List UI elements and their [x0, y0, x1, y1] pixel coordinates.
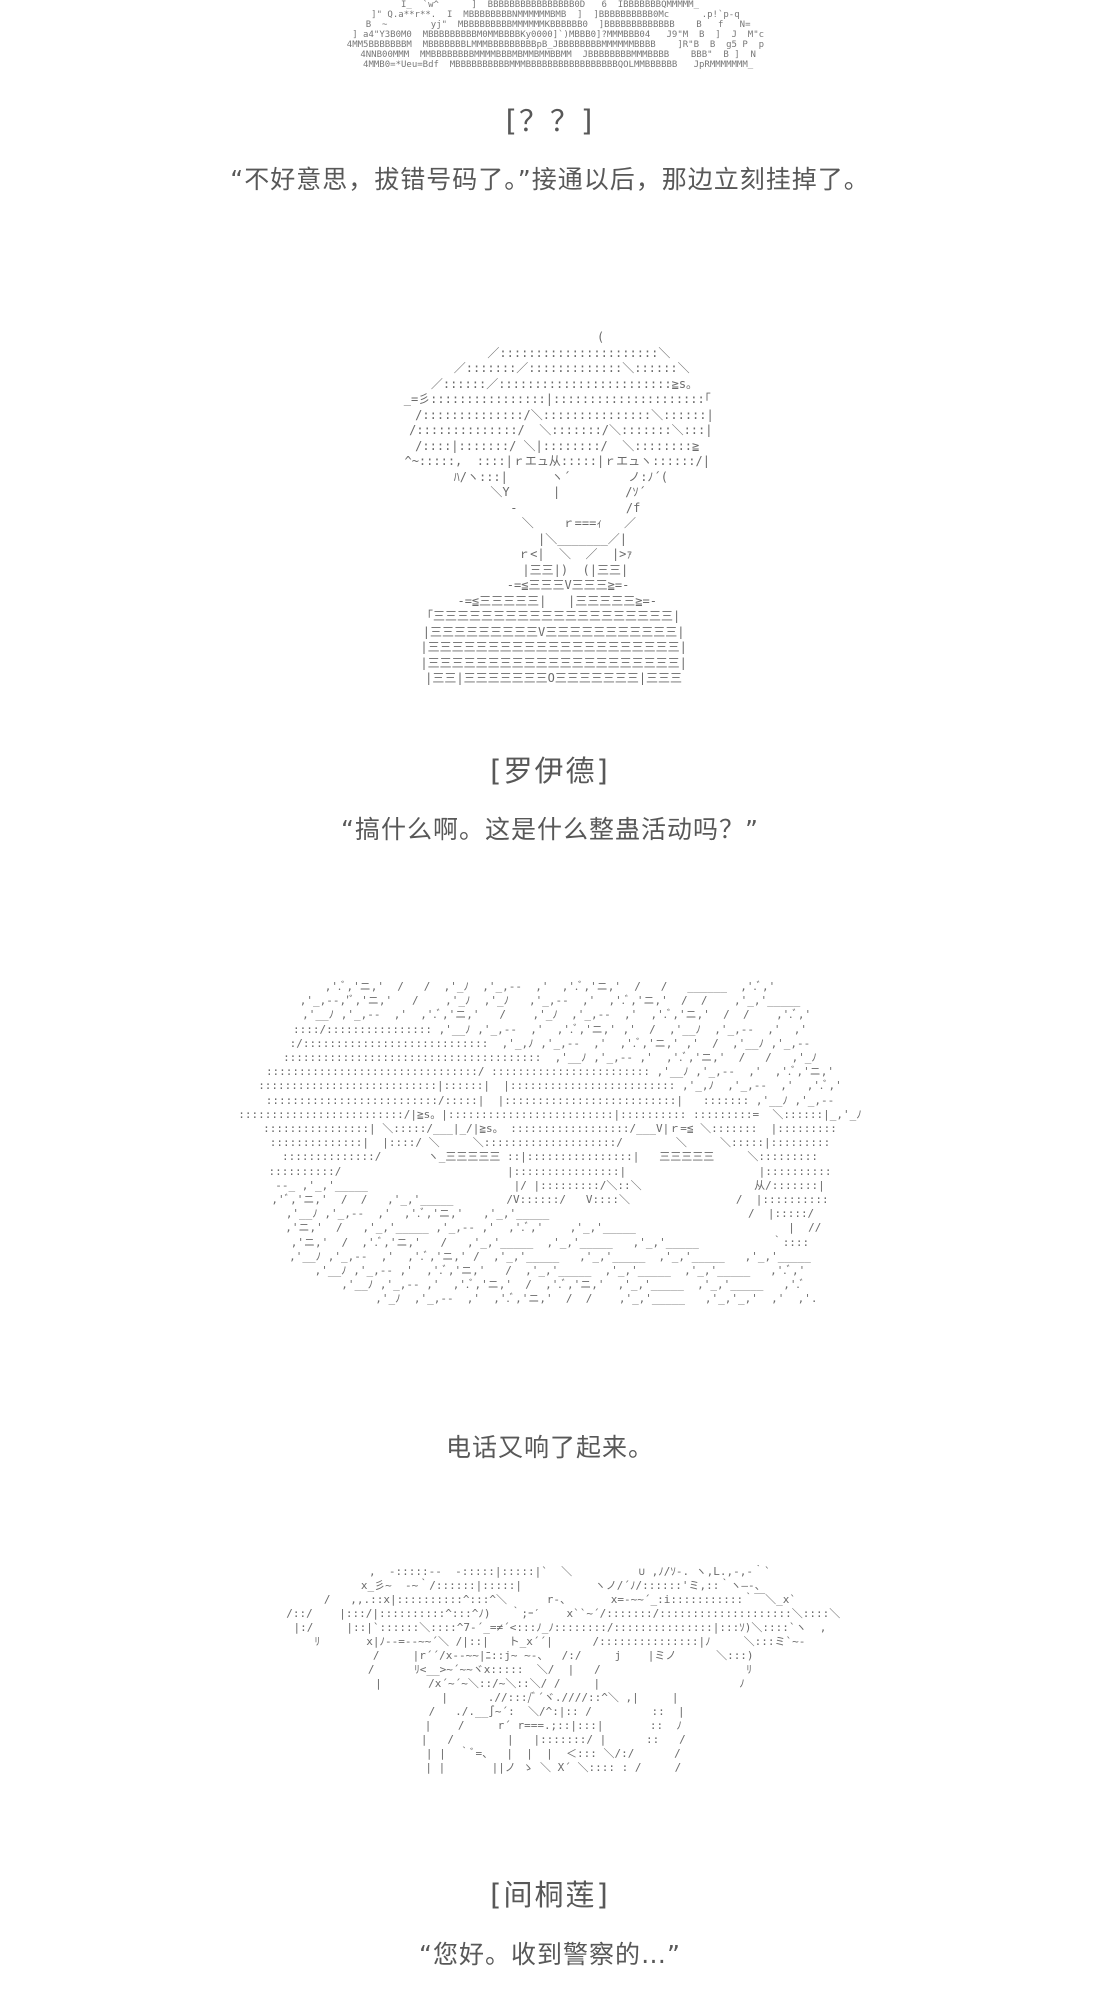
ascii-art-phone-ringing: ,'.ﾞ,'ニ,' / / ,'_ﾉ ,'_,-- ,' ,'.ﾞ,'ニ,' /… [238, 980, 862, 1306]
ascii-art-lloyd: ( ／::::::::::::::::::::::＼ ／:::::::／::::… [403, 330, 714, 685]
speaker-name-lloyd: [罗伊德] [490, 754, 610, 788]
ascii-art-matou-ren: , -:::::-- -:::::|:::::|` ＼ ∪ ,ﾉ/ｿ-. ヽ,L… [286, 1565, 841, 1774]
ascii-art-unknown-speaker: I_ `w^ ] BBBBBBBBBBBBBBBB0D 6 IBBBBBBBQM… [346, 0, 765, 70]
speaker-name-unknown: [？？] [505, 104, 595, 138]
dialogue-line-prank: “搞什么啊。这是什么整蛊活动吗？” [341, 815, 759, 844]
dialogue-line-wrong-number: “不好意思，拔错号码了。”接通以后，那边立刻挂掉了。 [230, 165, 870, 194]
narration-phone-rang: 电话又响了起来。 [445, 1433, 654, 1462]
speaker-name-matou-ren: [间桐莲] [490, 1878, 610, 1912]
dialogue-line-police: “您好。收到警察的…” [419, 1940, 681, 1969]
